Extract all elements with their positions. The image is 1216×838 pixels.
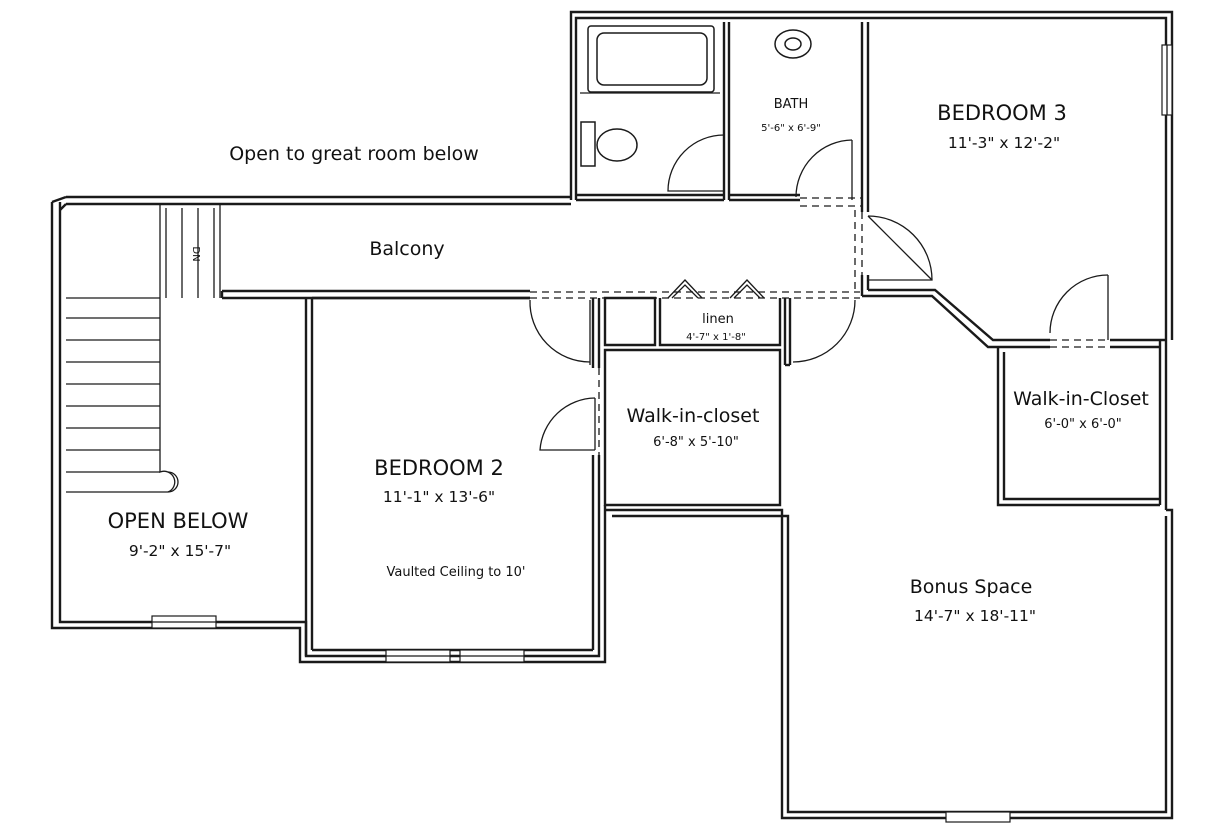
walk-in-closet-right-dimensions: 6'-0" x 6'-0" — [1044, 417, 1122, 432]
wall-openings — [530, 197, 1110, 455]
stair-dn-label: DN — [190, 246, 201, 261]
room-labels: Open to great room below Balcony DN BATH… — [108, 97, 1149, 625]
bedroom2-name: BEDROOM 2 — [374, 456, 504, 480]
walk-in-closet-right-name: Walk-in-Closet — [1013, 388, 1149, 410]
linen-name: linen — [702, 312, 734, 327]
windows — [151, 44, 1173, 823]
linen-dimensions: 4'-7" x 1'-8" — [686, 332, 746, 343]
bonus-space-name: Bonus Space — [910, 576, 1033, 598]
bedroom3-dimensions: 11'-3" x 12'-2" — [948, 134, 1060, 152]
stairs — [66, 208, 215, 493]
bonus-space-dimensions: 14'-7" x 18'-11" — [914, 607, 1036, 625]
bedroom2-dimensions: 11'-1" x 13'-6" — [383, 488, 495, 506]
balcony-label: Balcony — [369, 238, 444, 260]
bath-fixtures — [580, 25, 812, 167]
bedroom3-name: BEDROOM 3 — [937, 101, 1067, 125]
open-to-great-room-label: Open to great room below — [229, 143, 479, 165]
walk-in-closet-left-name: Walk-in-closet — [627, 405, 760, 427]
doors — [529, 134, 1109, 451]
bath-name: BATH — [774, 97, 809, 112]
walk-in-closet-left-dimensions: 6'-8" x 5'-10" — [653, 435, 739, 450]
interior-walls — [66, 22, 1166, 656]
bath-dimensions: 5'-6" x 6'-9" — [761, 123, 821, 134]
bedroom2-note: Vaulted Ceiling to 10' — [386, 565, 525, 580]
open-below-name: OPEN BELOW — [108, 509, 249, 533]
open-below-dimensions: 9'-2" x 15'-7" — [129, 542, 231, 560]
